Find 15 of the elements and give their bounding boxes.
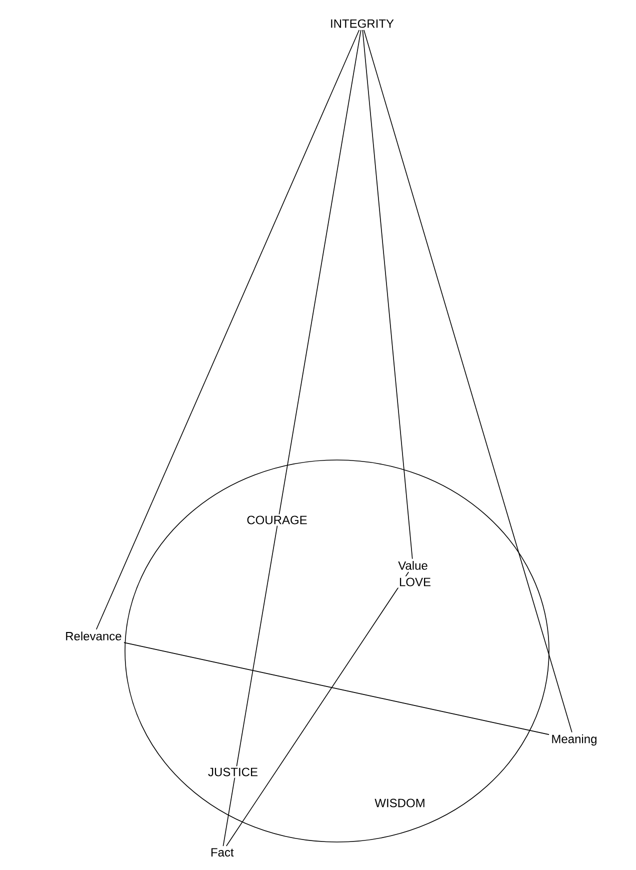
line	[222, 30, 362, 846]
line	[364, 30, 572, 733]
point-label: INTEGRITY	[331, 19, 394, 28]
point-label: Meaning	[552, 734, 596, 746]
point-label: Value	[398, 561, 428, 570]
line	[96, 30, 360, 630]
line	[124, 642, 550, 735]
region-label: JUSTICE	[206, 766, 260, 778]
line	[362, 30, 413, 560]
region-label: LOVE	[398, 576, 432, 588]
region-label: COURAGE	[245, 514, 309, 526]
line	[226, 572, 410, 846]
region-label: WISDOM	[373, 797, 427, 809]
point-label: Fact	[211, 848, 234, 857]
point-label: Relevance	[66, 632, 122, 640]
